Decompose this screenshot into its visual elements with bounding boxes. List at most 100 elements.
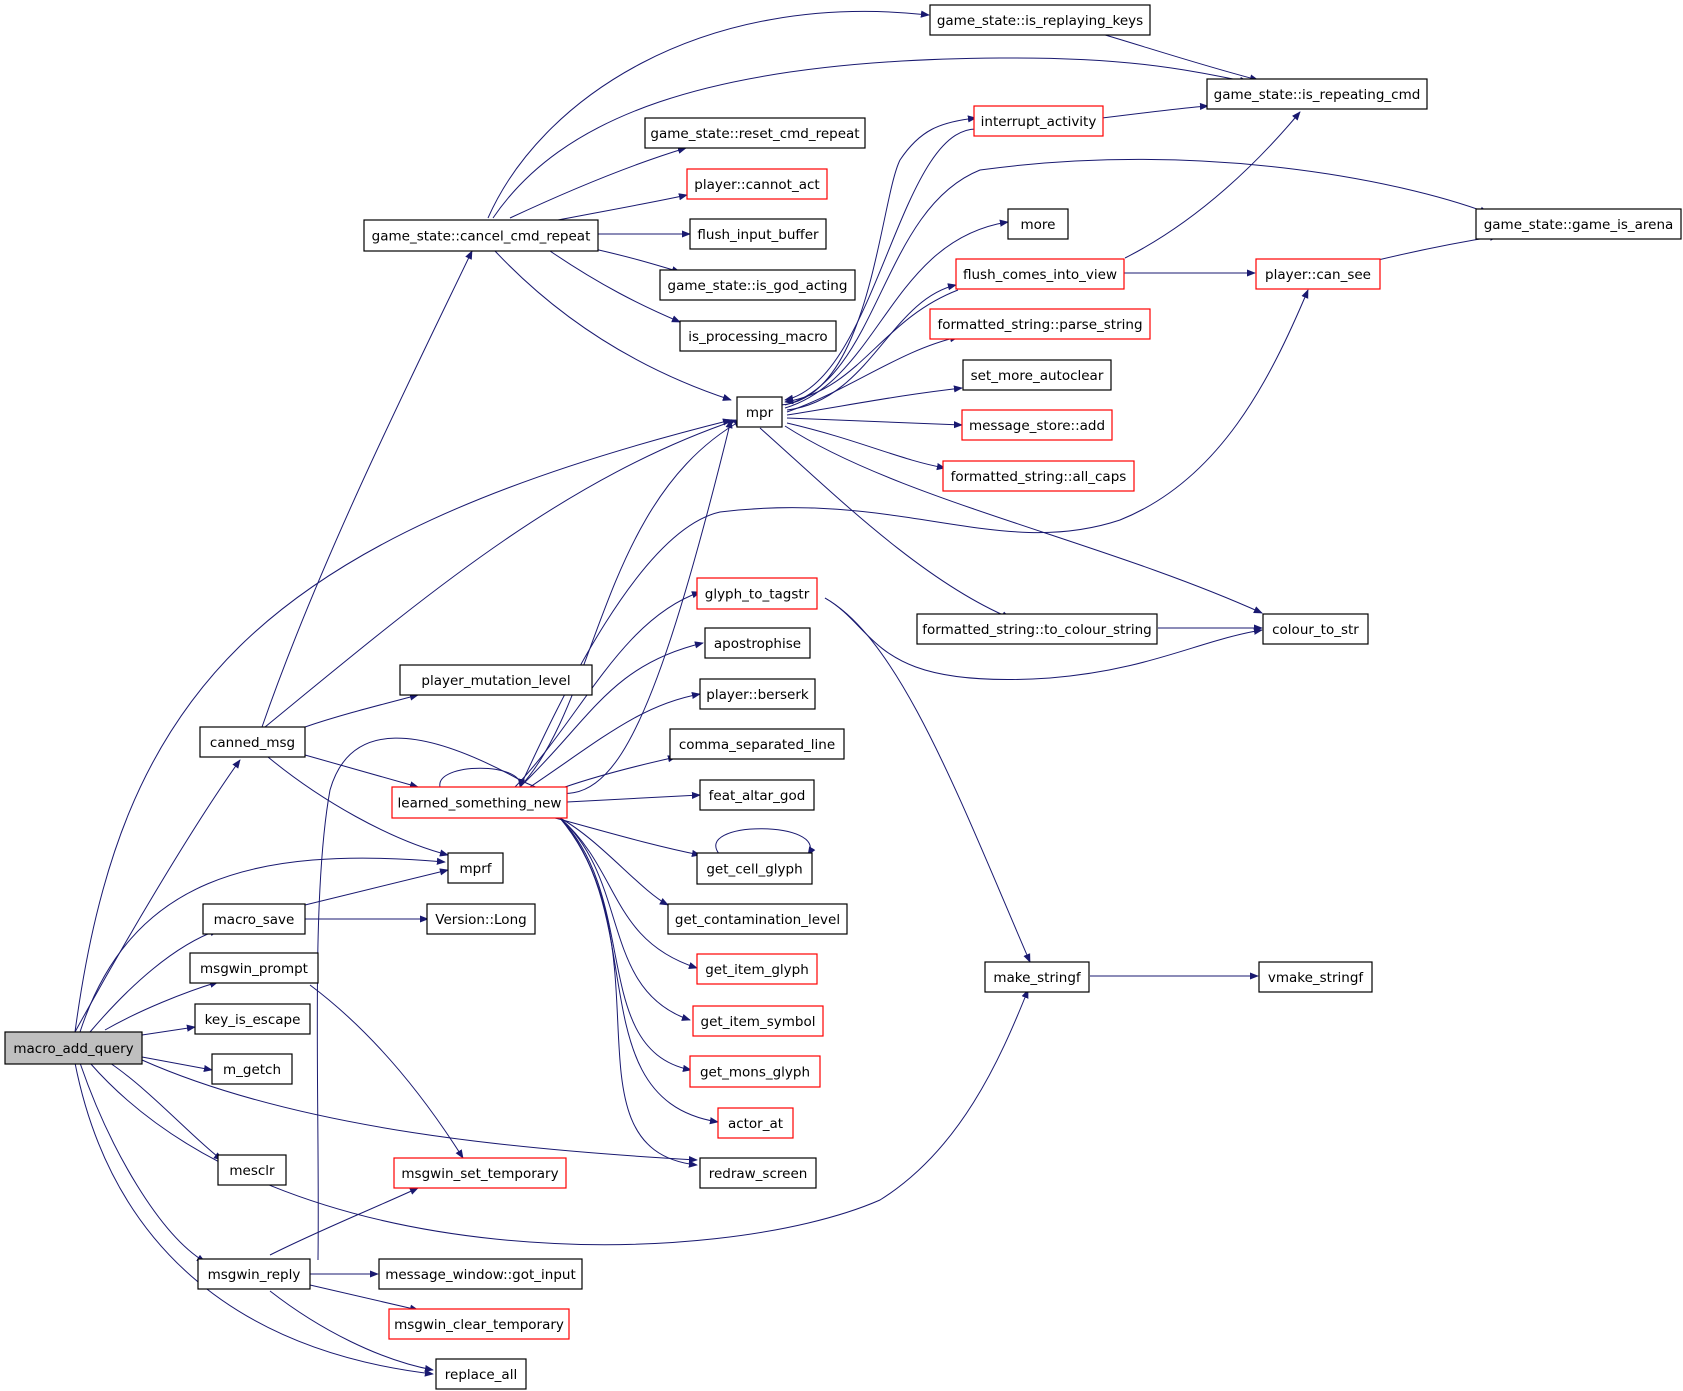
node-box [217,1154,287,1186]
node-box [717,1107,794,1139]
edge-mpr-gamearena [784,158,1489,406]
node-cellglyph[interactable]: get_cell_glyph [696,852,813,885]
node-box [679,320,837,352]
edge-learned-redraw [559,817,698,1168]
node-commasep[interactable]: comma_separated_line [669,728,845,760]
node-label: get_mons_glyph [700,1065,810,1081]
edge-learned-commasep [564,755,677,788]
node-redraw[interactable]: redraw_screen [699,1157,817,1189]
node-box [736,396,783,428]
node-cansee[interactable]: player::can_see [1255,258,1381,290]
edge-interrupt-mpr [784,128,986,402]
edge-glyphtag-makestringf [824,597,1031,963]
node-mesclr[interactable]: mesclr [217,1154,287,1186]
node-mgetch[interactable]: m_getch [211,1053,293,1085]
node-label: game_state::cancel_cmd_repeat [372,229,591,245]
node-glyphtag[interactable]: glyph_to_tagstr [696,577,818,610]
node-msgstore[interactable]: message_store::add [961,409,1113,441]
node-box [1475,208,1682,240]
node-allcaps[interactable]: formatted_string::all_caps [942,460,1135,492]
node-godacting[interactable]: game_state::is_god_acting [659,269,856,301]
node-gamearena[interactable]: game_state::game_is_arena [1475,208,1682,240]
node-box [696,953,818,985]
edge-msgprompt-settemp [309,984,464,1159]
node-box [393,1157,567,1189]
edge-learned-berserk [529,691,701,788]
node-berserk[interactable]: player::berserk [699,678,816,710]
node-label: set_more_autoclear [971,368,1104,384]
node-msgreply[interactable]: msgwin_reply [197,1258,311,1290]
node-label: flush_input_buffer [697,227,819,243]
node-label: msgwin_prompt [200,961,308,977]
node-label: apostrophise [714,636,801,652]
node-isrepeating[interactable]: game_state::is_repeating_cmd [1206,78,1428,110]
node-label: vmake_stringf [1268,970,1365,986]
edge-msgreply-settemp [269,1187,419,1256]
node-label: macro_save [214,912,295,928]
node-box [189,952,319,984]
node-pmutlvl[interactable]: player_mutation_level [399,664,593,696]
node-label: game_state::reset_cmd_repeat [650,126,859,142]
node-box [378,1258,583,1290]
node-itemsym[interactable]: get_item_symbol [692,1005,824,1037]
node-vmakestringf[interactable]: vmake_stringf [1258,961,1373,993]
node-isreplay[interactable]: game_state::is_replaying_keys [929,4,1151,36]
node-flushinput[interactable]: flush_input_buffer [689,218,827,250]
node-colourstr[interactable]: colour_to_str [1262,613,1369,645]
edge-interrupt-isrepeating [1101,102,1209,119]
node-actorat[interactable]: actor_at [717,1107,794,1139]
node-label: game_state::is_repeating_cmd [1214,87,1421,103]
node-apostro[interactable]: apostrophise [704,627,811,659]
node-setmore[interactable]: set_more_autoclear [962,359,1112,391]
node-tocolour[interactable]: formatted_string::to_colour_string [916,613,1158,645]
node-cancelcmd[interactable]: game_state::cancel_cmd_repeat [363,219,599,252]
node-verlong[interactable]: Version::Long [426,903,536,935]
node-box [197,1258,311,1290]
node-resetcmd[interactable]: game_state::reset_cmd_repeat [644,117,866,149]
edge-msgreply-learned [316,419,733,1261]
node-msgprompt[interactable]: msgwin_prompt [189,952,319,984]
node-root[interactable]: macro_add_query [4,1031,143,1065]
node-featgod[interactable]: feat_altar_god [699,779,815,811]
node-box [699,779,815,811]
edge-root-msgreply [79,1062,206,1263]
node-mpr[interactable]: mpr [736,396,783,428]
node-label: glyph_to_tagstr [705,587,810,603]
node-itemglyph[interactable]: get_item_glyph [696,953,818,985]
node-mprf[interactable]: mprf [447,852,504,884]
node-label: key_is_escape [205,1012,301,1028]
node-label: formatted_string::all_caps [951,469,1127,485]
node-more[interactable]: more [1007,208,1069,240]
node-gotinput[interactable]: message_window::got_input [378,1258,583,1290]
node-label: comma_separated_line [679,737,835,753]
node-parsestr[interactable]: formatted_string::parse_string [929,308,1151,340]
edge-root-replaceall [74,1062,434,1377]
node-label: macro_add_query [13,1041,133,1057]
node-label: game_state::is_replaying_keys [937,13,1143,29]
edge-mpr-flushview [786,283,957,411]
node-box [973,105,1104,137]
node-settemp[interactable]: msgwin_set_temporary [393,1157,567,1189]
node-procmacro[interactable]: is_processing_macro [679,320,837,352]
node-replaceall[interactable]: replace_all [435,1358,527,1390]
node-makestringf[interactable]: make_stringf [984,961,1090,993]
node-macrosave[interactable]: macro_save [202,903,306,935]
node-flushview[interactable]: flush_comes_into_view [955,258,1125,290]
edge-learned-glyphtag [514,591,701,788]
node-label: get_item_glyph [705,962,809,978]
node-box [699,1157,817,1189]
node-label: more [1021,217,1056,233]
node-keyesc[interactable]: key_is_escape [194,1003,311,1035]
edge-flushview-isrepeating [1124,111,1301,259]
node-contam[interactable]: get_contamination_level [667,903,848,935]
node-label: colour_to_str [1272,622,1359,638]
node-cannotact[interactable]: player::cannot_act [686,168,828,200]
node-monsglyph[interactable]: get_mons_glyph [689,1055,821,1088]
node-interrupt[interactable]: interrupt_activity [973,105,1104,137]
edge-cancelcmd-isreplay [487,10,930,219]
node-learned[interactable]: learned_something_new [391,786,568,819]
node-box [699,678,816,710]
node-label: replace_all [445,1367,517,1383]
node-canned[interactable]: canned_msg [199,726,306,758]
node-cleartemp[interactable]: msgwin_clear_temporary [388,1308,570,1340]
